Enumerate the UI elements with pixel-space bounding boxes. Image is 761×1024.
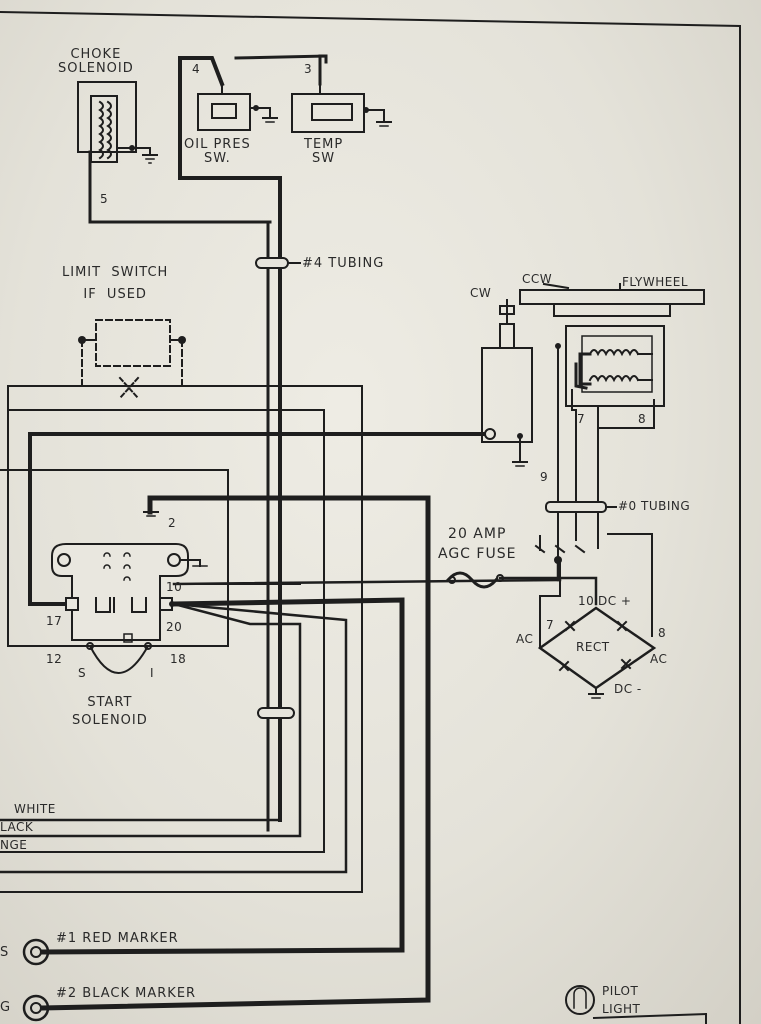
oil-pres-sw-label: OIL PRES SW. — [184, 137, 251, 166]
wire-black-label: LACK — [0, 820, 34, 834]
solenoid-terminal-s: S — [78, 666, 87, 680]
temp-switch — [291, 83, 392, 133]
wire-number-4: 4 — [192, 62, 201, 76]
rectifier — [537, 559, 657, 699]
black-marker-label: #2 BLACK MARKER — [56, 986, 197, 1001]
limit-switch — [81, 319, 183, 385]
ccw-label: CCW — [522, 272, 553, 286]
wire-number-3: 3 — [304, 62, 313, 76]
rect-terminal-8: 8 — [658, 626, 667, 640]
wire-number-9: 9 — [540, 470, 549, 484]
wire-number-5: 5 — [100, 192, 109, 206]
flywheel — [519, 282, 705, 317]
terminal-s — [22, 938, 50, 966]
limit-switch-label: LIMIT SWITCH IF USED — [62, 265, 169, 302]
tubing-4-label: #4 TUBING — [302, 256, 385, 271]
wire-number-18: 18 — [170, 652, 187, 666]
choke-solenoid — [77, 81, 158, 164]
pilot-light — [565, 985, 708, 1024]
alternator-coils — [565, 325, 665, 407]
start-solenoid-label: START SOLENOID — [72, 695, 148, 728]
wire-orange-label: NGE — [0, 838, 28, 852]
dc-plus-label: DC + — [598, 594, 632, 608]
fuse-label: 20 AMP AGC FUSE — [438, 526, 517, 562]
wire-number-17: 17 — [46, 614, 63, 628]
terminal-g-label: G — [0, 1000, 12, 1015]
red-marker-label: #1 RED MARKER — [56, 931, 179, 946]
wire-number-20: 20 — [166, 620, 183, 634]
wire-number-8: 8 — [638, 412, 647, 426]
pilot-light-label: PILOT LIGHT — [602, 984, 641, 1016]
oil-pressure-switch — [197, 83, 278, 131]
solenoid-terminal-i: I — [150, 666, 155, 680]
terminal-g — [22, 994, 50, 1022]
wire-number-2: 2 — [168, 516, 177, 530]
ac-left-label: AC — [516, 632, 534, 646]
cw-label: CW — [470, 286, 492, 300]
dc-minus-label: DC - — [614, 682, 642, 696]
ac-right-label: AC — [650, 652, 668, 666]
choke-solenoid-label: CHOKE SOLENOID — [58, 47, 134, 76]
agc-fuse — [445, 571, 504, 589]
wire-number-7: 7 — [577, 412, 586, 426]
rect-terminal-7: 7 — [546, 618, 555, 632]
start-solenoid — [51, 543, 208, 674]
tubing-0-label: #0 TUBING — [618, 499, 691, 513]
terminal-s-label: S — [0, 945, 10, 960]
rect-label: RECT — [576, 640, 610, 654]
page-border — [0, 10, 741, 1024]
wire-number-12: 12 — [46, 652, 63, 666]
temp-sw-label: TEMP SW — [304, 137, 344, 166]
wire-white-label: WHITE — [14, 802, 56, 816]
ignition-module — [481, 299, 533, 467]
rect-terminal-10: 10 — [578, 594, 595, 608]
junction-dots — [78, 105, 562, 607]
wire-number-10: 10 — [166, 580, 183, 594]
flywheel-label: FLYWHEEL — [622, 275, 689, 289]
